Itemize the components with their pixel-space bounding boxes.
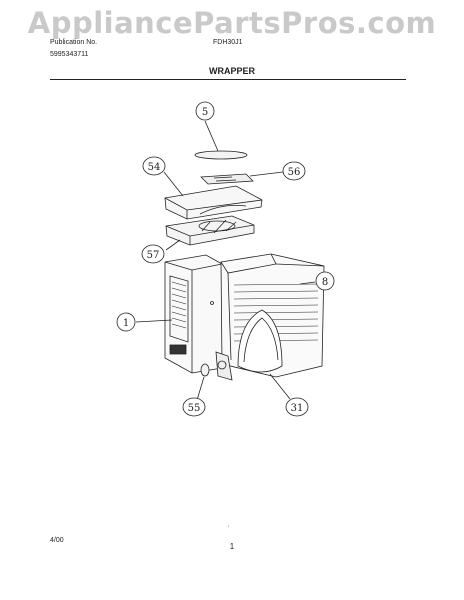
callout-54: 54: [142, 156, 166, 176]
section-title: WRAPPER: [208, 66, 255, 76]
page-mark: ': [228, 526, 230, 532]
part-5-filter: [194, 150, 248, 160]
part-1-rear-wrapper: [164, 254, 223, 374]
callout-5: 5: [195, 101, 215, 121]
revision-date: 4/00: [50, 537, 64, 544]
callout-57: 57: [141, 244, 165, 264]
leader-line-1: [135, 319, 173, 323]
svg-text:57: 57: [147, 250, 160, 261]
title-rule: [50, 79, 406, 80]
svg-text:55: 55: [188, 403, 201, 414]
callout-56: 56: [282, 161, 306, 181]
page-number: 1: [229, 542, 235, 551]
part-31-bucket: [215, 309, 283, 381]
publication-number: 5995343711: [50, 51, 89, 58]
svg-text:1: 1: [123, 318, 129, 329]
leader-line-54: [163, 171, 184, 197]
part-57-shroud: [165, 215, 255, 246]
part-55-knob: [200, 363, 210, 377]
callout-31: 31: [285, 397, 309, 417]
model-number: FDH30J1: [213, 39, 243, 46]
leader-line-8: [299, 281, 316, 285]
callout-55: 55: [182, 397, 206, 417]
callout-1: 1: [116, 312, 136, 332]
svg-text:8: 8: [322, 277, 328, 288]
leader-line-55: [196, 376, 205, 401]
leader-line-56: [249, 171, 284, 177]
svg-text:56: 56: [288, 167, 301, 178]
leader-line-31: [269, 373, 291, 400]
callout-8: 8: [315, 271, 335, 291]
svg-text:54: 54: [148, 162, 161, 173]
publication-label: Publication No.: [50, 39, 98, 46]
part-54-top-cover: [164, 185, 263, 220]
svg-text:31: 31: [291, 403, 304, 414]
svg-text:5: 5: [202, 107, 208, 118]
part-56-grille: [200, 173, 254, 185]
watermark-logo: AppliancePartsPros.com: [27, 6, 437, 40]
leader-line-57: [165, 239, 181, 251]
leader-line-5: [204, 120, 219, 152]
